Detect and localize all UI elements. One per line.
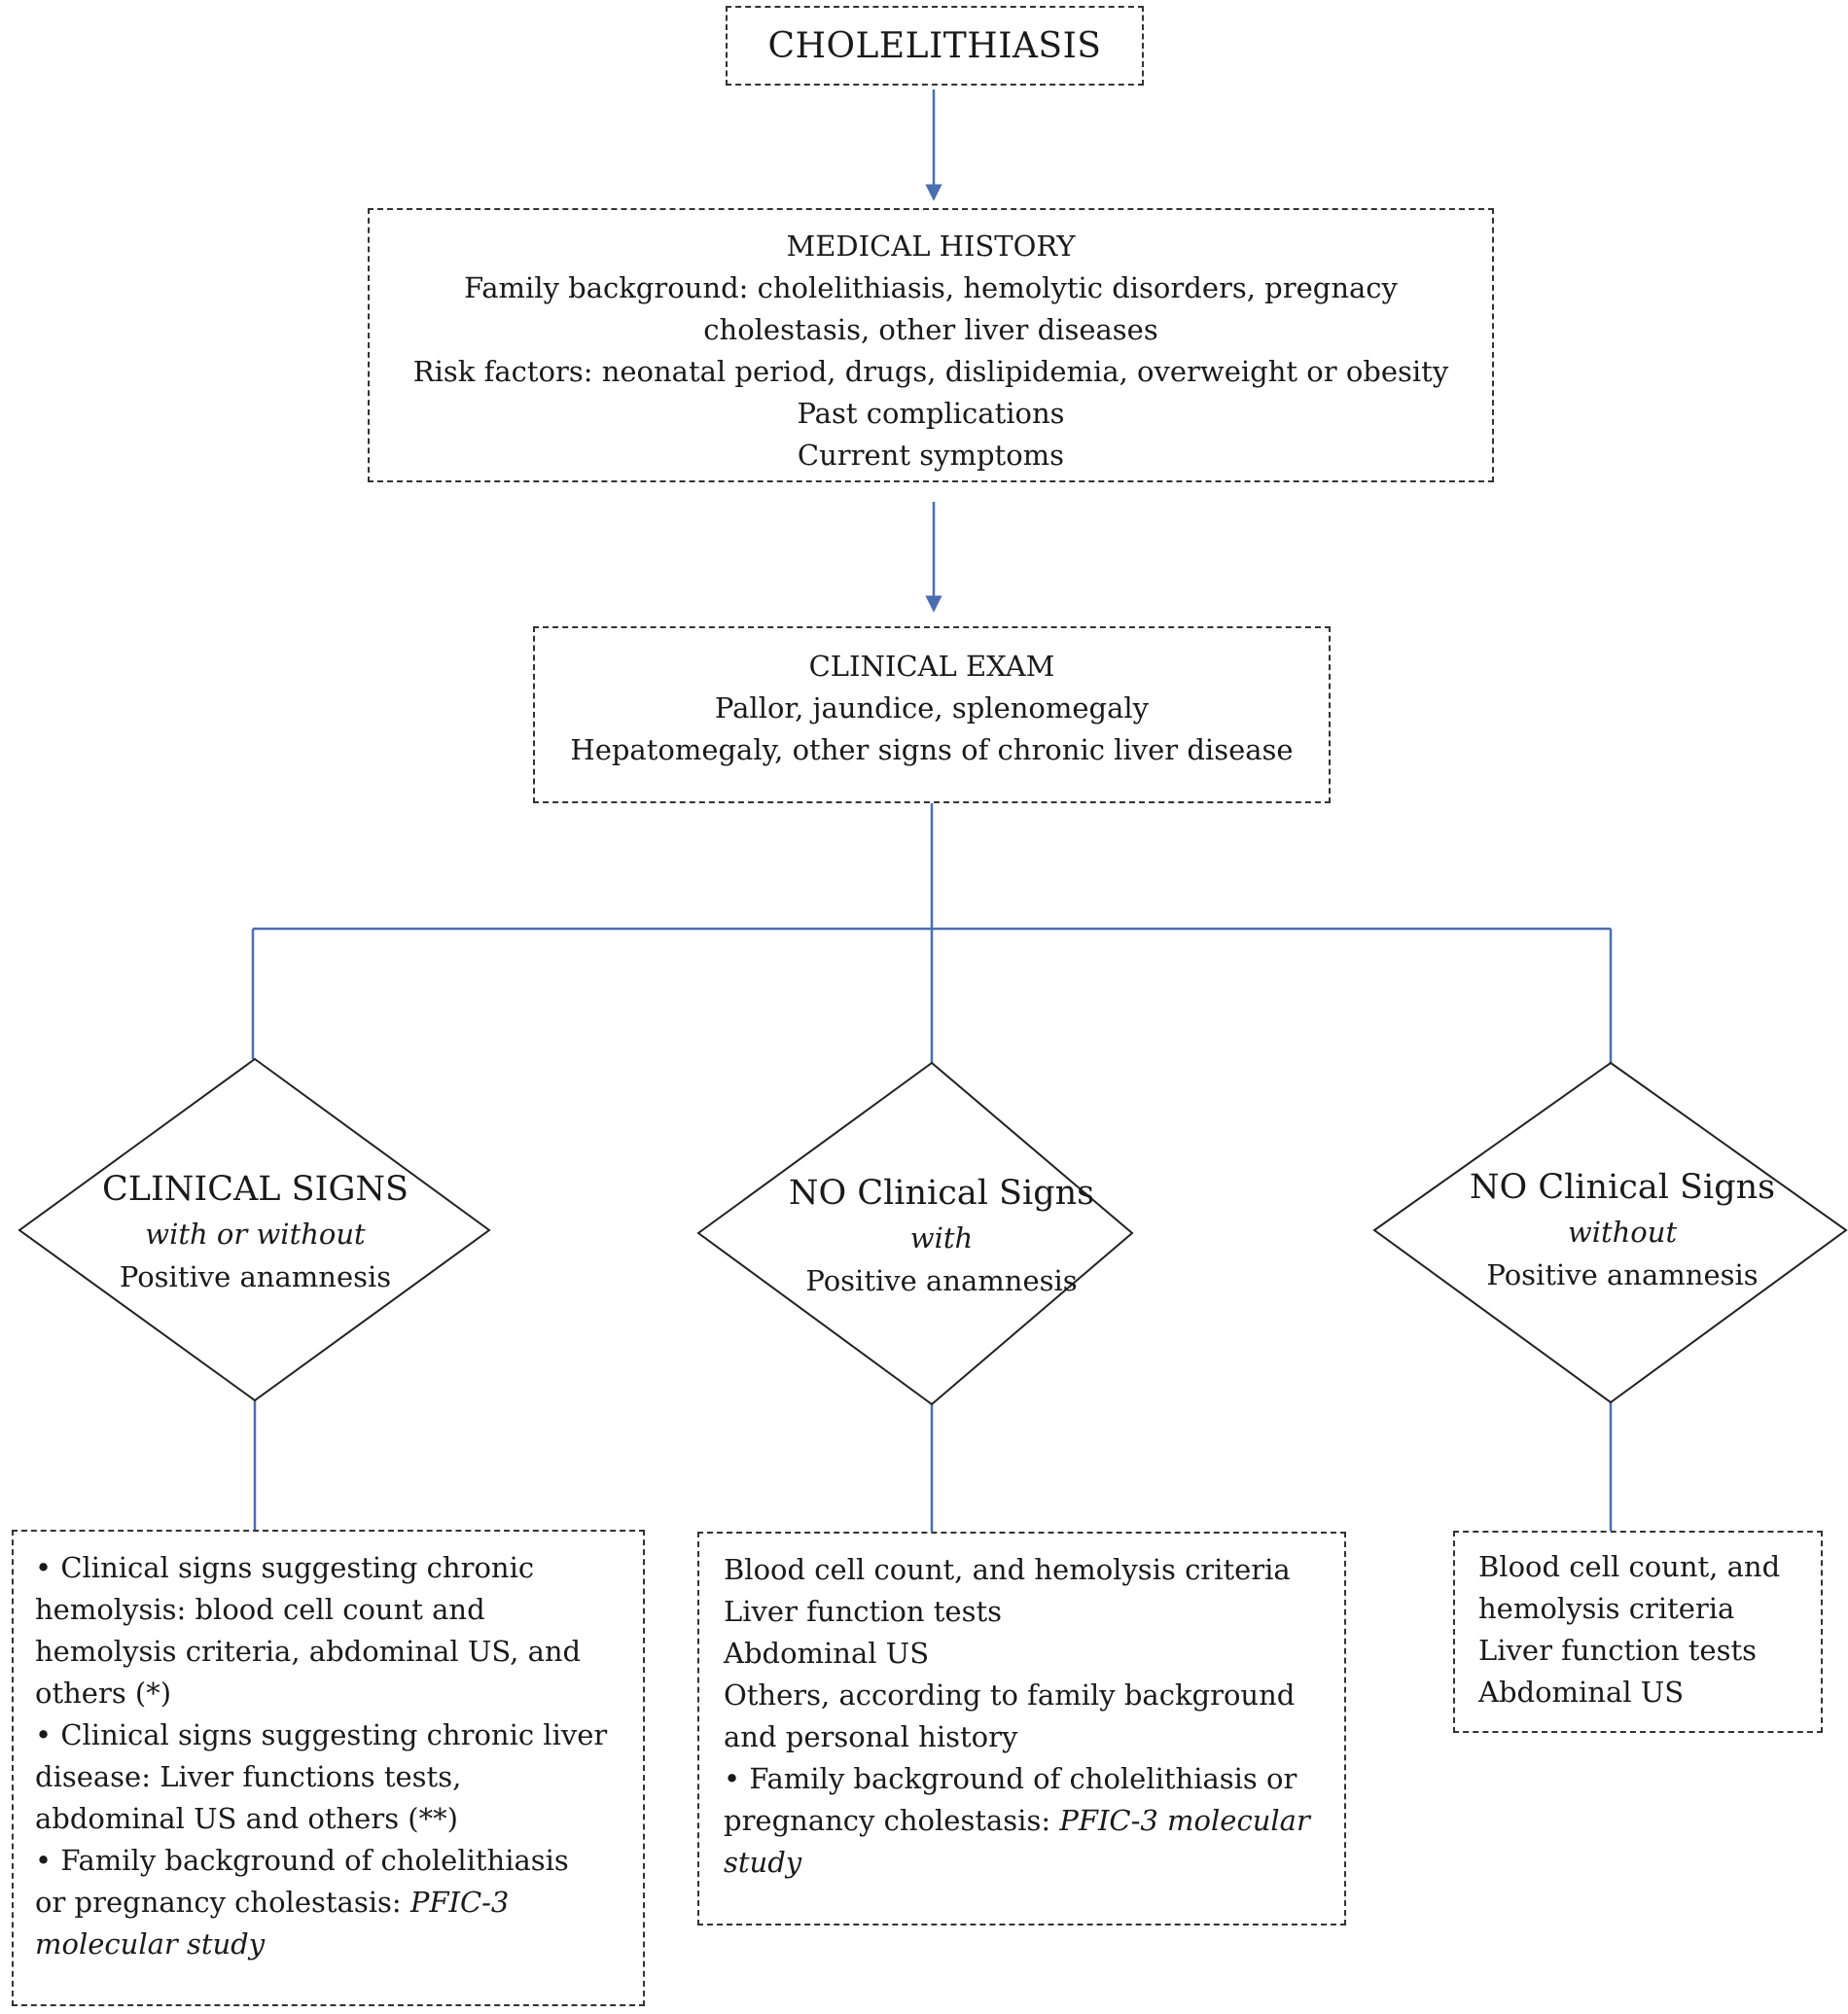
- decision-middle-title: NO Clinical Signs: [788, 1174, 1095, 1213]
- results-box-right: Blood cell count, and hemolysis criteria…: [1453, 1531, 1823, 1733]
- decision-left-text: CLINICAL SIGNS with or without Positive …: [39, 1166, 472, 1298]
- decision-diamond-left: [18, 1057, 491, 1402]
- results-box-middle: Blood cell count, and hemolysis criteria…: [697, 1532, 1346, 1926]
- history-line: Risk factors: neonatal period, drugs, di…: [412, 355, 1449, 388]
- decision-diamond-right: [1372, 1061, 1848, 1404]
- results-box-left: • Clinical signs suggesting chronic hemo…: [12, 1530, 645, 2006]
- decision-left-condition: Positive anamnesis: [119, 1260, 392, 1293]
- decision-middle-text: NO Clinical Signs with Positive anamnesi…: [698, 1170, 1185, 1302]
- cholelithiasis-box: CHOLELITHIASIS: [726, 6, 1144, 86]
- history-line: Family background: cholelithiasis, hemol…: [464, 271, 1398, 304]
- result-line: study: [724, 1846, 802, 1879]
- decision-diamond-middle: [696, 1061, 1134, 1406]
- result-italic-text: PFIC-3 molecular: [1059, 1804, 1310, 1837]
- result-line: • Clinical signs suggesting chronic: [35, 1551, 535, 1584]
- result-line: Blood cell count, and: [1478, 1550, 1781, 1583]
- result-line: Liver function tests: [724, 1595, 1003, 1628]
- history-line: Past complications: [797, 397, 1065, 430]
- clinical-exam-box: CLINICAL EXAM Pallor, jaundice, splenome…: [533, 626, 1331, 803]
- decision-diamonds: [18, 1057, 1848, 1406]
- result-line: others (*): [35, 1677, 172, 1710]
- decision-right-condition: Positive anamnesis: [1486, 1258, 1759, 1291]
- result-text: or pregnancy cholestasis:: [35, 1886, 410, 1919]
- decision-middle-condition: Positive anamnesis: [805, 1264, 1078, 1297]
- cholelithiasis-title: CHOLELITHIASIS: [767, 25, 1102, 66]
- result-line: or pregnancy cholestasis: PFIC-3: [35, 1882, 633, 1924]
- result-line: • Family background of cholelithiasis or: [724, 1762, 1297, 1795]
- decision-right-text: NO Clinical Signs without Positive anamn…: [1379, 1164, 1848, 1296]
- exam-line: Hepatomegaly, other signs of chronic liv…: [570, 733, 1294, 766]
- result-line: Abdominal US: [1478, 1676, 1685, 1709]
- result-line: Others, according to family background: [724, 1678, 1296, 1712]
- result-line: and personal history: [724, 1720, 1018, 1753]
- history-line: cholestasis, other liver diseases: [703, 313, 1158, 346]
- history-line: Current symptoms: [797, 439, 1065, 472]
- result-line: • Clinical signs suggesting chronic live…: [35, 1718, 608, 1751]
- result-line: pregnancy cholestasis: PFIC-3 molecular: [724, 1800, 1334, 1842]
- result-line: Liver function tests: [1478, 1634, 1758, 1667]
- result-line: Blood cell count, and hemolysis criteria: [724, 1553, 1291, 1586]
- result-line: hemolysis: blood cell count and: [35, 1593, 485, 1626]
- result-line: hemolysis criteria: [1478, 1592, 1735, 1625]
- medical-history-box: MEDICAL HISTORY Family background: chole…: [368, 208, 1494, 482]
- result-line: • Family background of cholelithiasis: [35, 1844, 569, 1877]
- decision-left-title: CLINICAL SIGNS: [101, 1170, 409, 1209]
- result-line: abdominal US and others (**): [35, 1802, 458, 1835]
- decision-left-qualifier: with or without: [145, 1218, 366, 1251]
- decision-right-qualifier: without: [1567, 1216, 1678, 1249]
- exam-line: Pallor, jaundice, splenomegaly: [714, 691, 1150, 724]
- result-text: pregnancy cholestasis:: [724, 1804, 1060, 1837]
- clinical-exam-title: CLINICAL EXAM: [808, 650, 1055, 683]
- result-line: molecular study: [35, 1927, 266, 1961]
- result-italic-text: PFIC-3: [409, 1886, 510, 1919]
- decision-right-title: NO Clinical Signs: [1469, 1168, 1776, 1207]
- result-line: disease: Liver functions tests,: [35, 1760, 462, 1793]
- result-line: hemolysis criteria, abdominal US, and: [35, 1635, 582, 1668]
- decision-middle-qualifier: with: [909, 1221, 974, 1254]
- result-line: Abdominal US: [724, 1637, 930, 1670]
- medical-history-title: MEDICAL HISTORY: [786, 230, 1076, 263]
- connectors: [251, 89, 1613, 1532]
